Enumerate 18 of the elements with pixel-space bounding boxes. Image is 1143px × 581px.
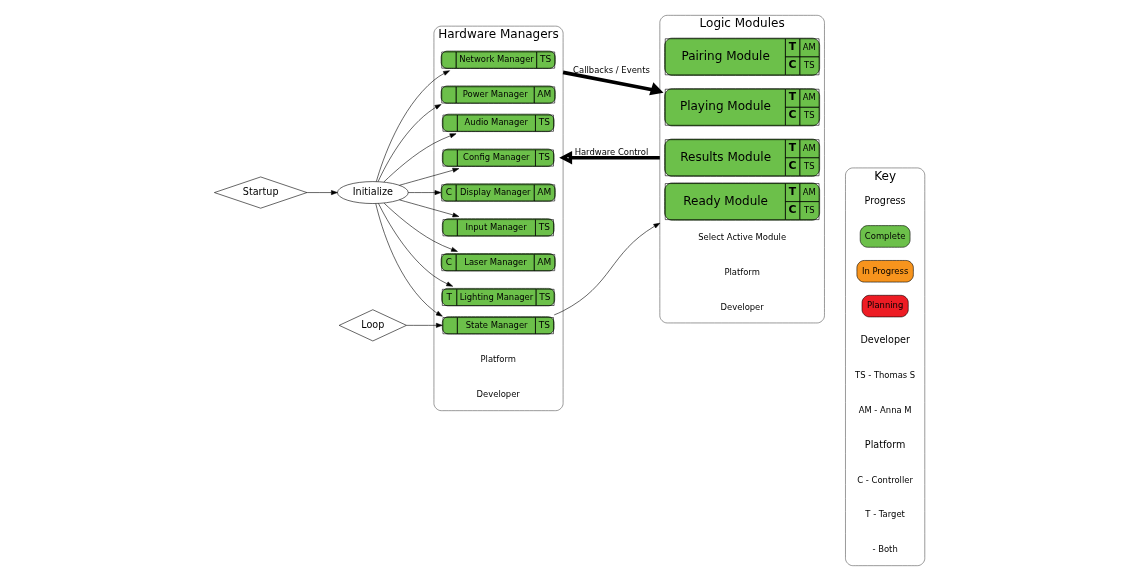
edge-label: Hardware Control xyxy=(574,147,648,158)
label: C - Controller xyxy=(856,474,913,485)
edge-label: Callbacks / Events xyxy=(572,65,650,76)
label: Select Active Module xyxy=(697,231,786,242)
label: Platform xyxy=(864,438,905,450)
label: Developer xyxy=(859,334,910,346)
legend-label: Planning xyxy=(866,300,903,311)
label: Developer xyxy=(720,301,764,312)
legend-label: In Progress xyxy=(861,265,908,276)
legend-label: Complete xyxy=(864,230,905,241)
label: Platform xyxy=(723,266,760,277)
label: Progress xyxy=(864,194,906,206)
label: TS - Thomas S xyxy=(854,370,915,381)
label: Developer xyxy=(476,389,520,400)
label: - Both xyxy=(872,544,898,555)
label: T - Target xyxy=(864,509,905,520)
label: AM - Anna M xyxy=(858,404,912,415)
label: Platform xyxy=(479,354,516,365)
